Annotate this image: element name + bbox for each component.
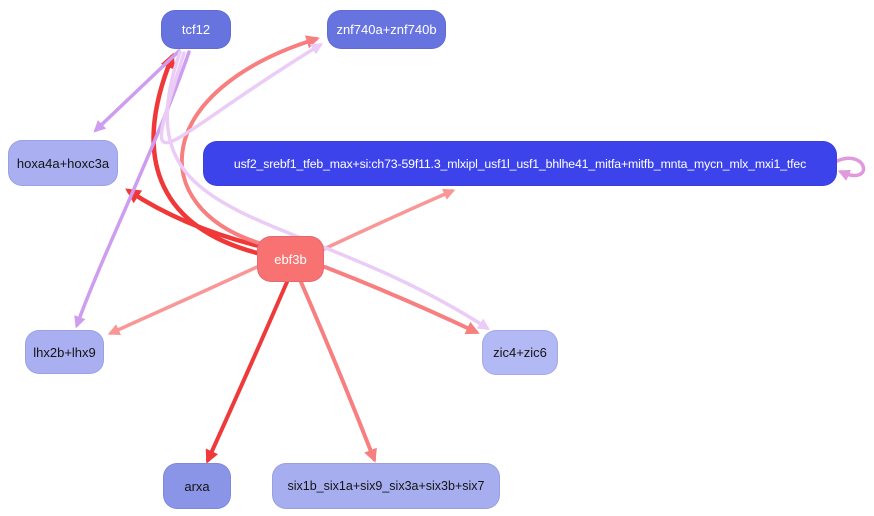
node-hoxa4a[interactable]: hoxa4a+hoxc3a (8, 140, 118, 186)
edge-tcf12-hoxa4a (93, 49, 181, 133)
edge-ebf3b-tcf12 (151, 52, 264, 257)
node-label-six1b: six1b_six1a+six9_six3a+six3b+six7 (287, 479, 485, 493)
node-lhx2b[interactable]: lhx2b+lhx9 (25, 330, 104, 374)
node-zic4[interactable]: zic4+zic6 (482, 330, 558, 375)
edge-ebf3b-usf2 (322, 188, 456, 251)
edge-tcf12-zic4 (165, 50, 490, 330)
node-label-arxa: arxa (184, 478, 210, 494)
edge-ebf3b-hoxa4a (125, 188, 266, 250)
node-label-hoxa4a: hoxa4a+hoxc3a (16, 155, 110, 171)
node-six1b[interactable]: six1b_six1a+six9_six3a+six3b+six7 (272, 463, 500, 509)
edge-usf2-usf2 (835, 156, 866, 181)
node-label-tcf12: tcf12 (181, 22, 211, 37)
edge-ebf3b-zic4 (323, 265, 480, 335)
edge-ebf3b-lhx2b (107, 265, 259, 336)
node-label-usf2: usf2_srebf1_tfeb_max+si:ch73-59f11.3_mlx… (233, 156, 807, 171)
edge-ebf3b-arxa (205, 280, 289, 464)
node-label-ebf3b: ebf3b (274, 251, 307, 267)
node-arxa[interactable]: arxa (163, 463, 231, 509)
edge-ebf3b-six1b (299, 280, 377, 463)
node-znf740[interactable]: znf740a+znf740b (327, 10, 446, 49)
edge-tcf12-lhx2b (74, 50, 191, 329)
node-label-lhx2b: lhx2b+lhx9 (33, 344, 96, 360)
node-label-znf740: znf740a+znf740b (336, 22, 437, 37)
node-ebf3b[interactable]: ebf3b (257, 236, 324, 282)
node-usf2[interactable]: usf2_srebf1_tfeb_max+si:ch73-59f11.3_mlx… (203, 141, 837, 186)
node-label-zic4: zic4+zic6 (493, 345, 547, 360)
edge-ebf3b-znf740 (179, 35, 320, 245)
node-tcf12[interactable]: tcf12 (161, 10, 231, 49)
